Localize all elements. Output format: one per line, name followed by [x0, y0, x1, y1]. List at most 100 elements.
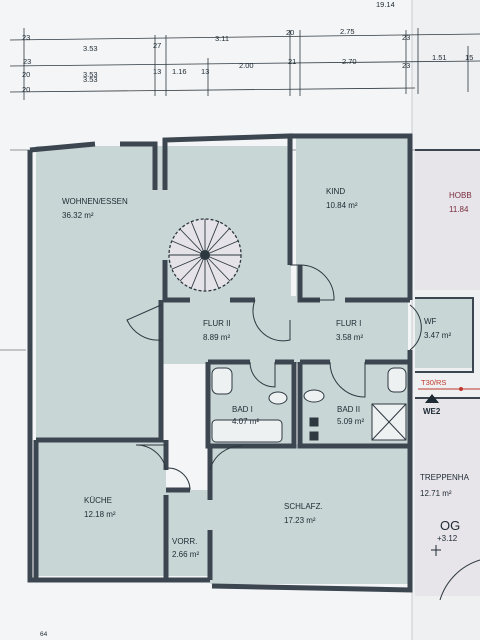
- label-flur1: FLUR I: [336, 319, 361, 328]
- sanitary-fixtures: [211, 367, 407, 443]
- door-bad1: [249, 361, 276, 388]
- label-kueche: KÜCHE: [84, 496, 112, 505]
- label-treppenhaus: TREPPENHA: [420, 473, 470, 482]
- dim-top-6: 23: [402, 33, 410, 42]
- room-treppenhaus: [415, 398, 480, 596]
- page-number: 64: [40, 631, 48, 638]
- dim-mid-2: 3.53: [83, 70, 98, 79]
- wall-bad2: [297, 362, 410, 449]
- dim-mid-4: 1.16: [172, 67, 187, 76]
- wall-bad1: [205, 362, 297, 449]
- dim-top-2: 27: [153, 41, 161, 50]
- wall-east: [211, 350, 413, 593]
- wall-stair-south: [162, 260, 190, 303]
- wc-bad1: [268, 391, 288, 405]
- wall-west: [27, 150, 210, 583]
- area-kueche: 12.18 m²: [84, 510, 116, 519]
- shaft-1: [309, 417, 319, 427]
- og-level: +3.12: [437, 534, 458, 543]
- dim-mid-6: 2.00: [239, 61, 254, 70]
- room-kueche: [36, 440, 166, 576]
- area-flur2: 8.89 m²: [203, 333, 230, 342]
- room-schlafz: [210, 444, 408, 584]
- dim-mid-10: 1.51: [432, 53, 447, 62]
- room-kind: [296, 138, 408, 298]
- area-kind: 10.84 m²: [326, 201, 358, 210]
- room-hobby: [415, 150, 480, 290]
- area-flur1: 3.58 m²: [336, 333, 363, 342]
- og-label: OG: [440, 518, 460, 533]
- label-kind: KIND: [326, 187, 345, 196]
- dim-mid-9: 23: [402, 61, 410, 70]
- basin-bad2: [387, 367, 407, 393]
- spiral-stair: [168, 218, 242, 292]
- room-wohnen: [36, 146, 161, 438]
- shower-cross: [371, 403, 407, 441]
- area-treppenhaus: 12.71 m²: [420, 489, 452, 498]
- door-kueche: [135, 444, 167, 471]
- label-bad2: BAD II: [337, 405, 360, 414]
- dim-line-3: [9, 87, 416, 93]
- dim-mid-7: 21: [288, 57, 296, 66]
- label-vorr: VORR.: [172, 537, 197, 546]
- we2-label: WE2: [423, 407, 441, 416]
- area-bad2: 5.09 m²: [337, 417, 364, 426]
- area-wohnen: 36.32 m²: [62, 211, 94, 220]
- wall-north-c: [162, 133, 293, 265]
- dim-top-3: 3.11: [215, 34, 229, 43]
- dimension-chains: [0, 28, 480, 351]
- t30-label: T30/RS: [421, 378, 446, 387]
- dim-top-4: 20: [286, 28, 294, 37]
- level-marker-icon: [431, 545, 441, 556]
- dim-mid-11: 15: [465, 53, 473, 62]
- dim-line-2: [9, 60, 480, 67]
- dim-mid-5: 13: [201, 67, 209, 76]
- dim-top-1: 3.53: [83, 44, 98, 53]
- dim-mid-3: 13: [153, 67, 161, 76]
- room-wf: [415, 298, 473, 368]
- wall-kind: [290, 133, 413, 300]
- walls-thin: [415, 149, 480, 399]
- label-wf: WF: [424, 317, 437, 326]
- room-flur: [161, 296, 408, 364]
- doors: [126, 264, 480, 601]
- area-wf: 3.47 m²: [424, 331, 451, 340]
- wc-bad2: [303, 389, 325, 403]
- wall-wf: [415, 297, 474, 373]
- dim-line-1: [9, 33, 480, 41]
- label-bad1: BAD I: [232, 405, 253, 414]
- dim-left-2: 23: [22, 33, 30, 42]
- dim-left-1: 20: [22, 85, 30, 94]
- wall-north-a: [29, 141, 96, 153]
- room-vorr: [166, 490, 210, 576]
- door-wf: [409, 304, 422, 351]
- label-schlafz: SCHLAFZ.: [284, 502, 323, 511]
- wall-wohnen-south: [36, 340, 164, 443]
- entrance-arrow-icon: [425, 394, 439, 403]
- door-bad2: [329, 361, 366, 398]
- door-schlafz: [209, 445, 243, 471]
- label-flur2: FLUR II: [203, 319, 231, 328]
- door-kind: [290, 264, 335, 301]
- dim-top-5: 2.75: [340, 27, 355, 36]
- area-schlafz: 17.23 m²: [284, 516, 316, 525]
- label-hobby: HOBB: [449, 191, 472, 200]
- area-vorr: 2.66 m²: [172, 550, 199, 559]
- area-bad1: 4.07 m²: [232, 417, 259, 426]
- door-flur1: [252, 299, 291, 342]
- basin-bad1: [211, 367, 233, 395]
- wall-north-b: [120, 141, 158, 190]
- door-wohnen: [126, 304, 162, 341]
- dim-mid-1: 23: [23, 57, 31, 66]
- door-vorr: [167, 467, 191, 491]
- dim-total: 19.14: [376, 0, 395, 9]
- shaft-2: [309, 431, 319, 441]
- dim-mid-8: 2.70: [342, 57, 357, 66]
- label-wohnen: WOHNEN/ESSEN: [62, 197, 128, 206]
- bathtub-bad1: [211, 419, 283, 443]
- dim-low-1: 3.53: [83, 75, 98, 84]
- treppenhaus-curve: [439, 559, 480, 601]
- t30-dot: [459, 387, 463, 391]
- area-hobby: 11.84: [449, 205, 469, 214]
